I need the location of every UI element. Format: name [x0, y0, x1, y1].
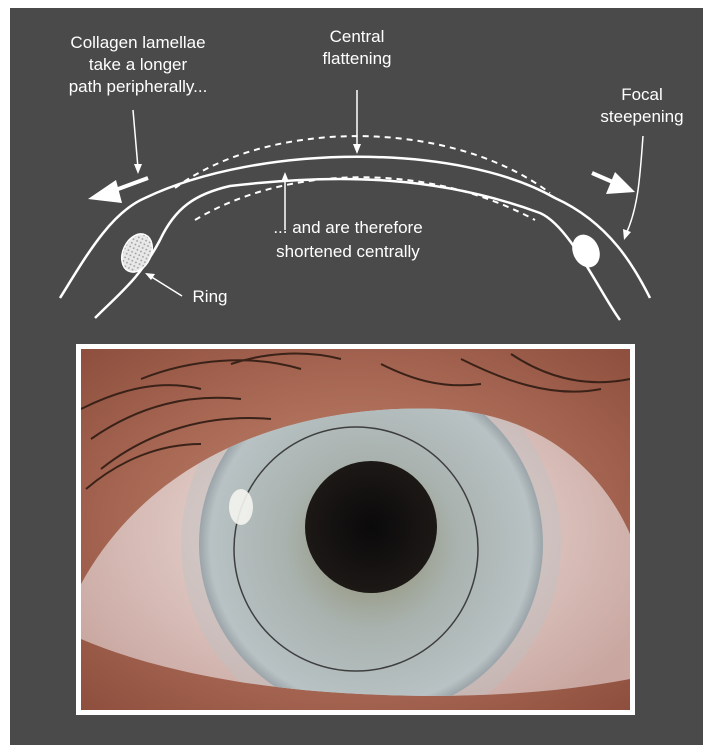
figure-panel: Collagen lamellae take a longer path per… [10, 8, 703, 745]
ring-segment-left [116, 229, 158, 277]
right-arrow [592, 172, 635, 194]
ring-segment-right [567, 230, 605, 272]
eye-photo [81, 349, 630, 710]
pupil [305, 461, 437, 593]
label-collagen-line-1: Collagen lamellae [70, 33, 205, 52]
light-reflection [229, 489, 253, 525]
label-collagen-line-2: take a longer [89, 55, 188, 74]
leader-collagen [133, 110, 142, 174]
cornea-diagram: Collagen lamellae take a longer path per… [10, 8, 703, 338]
leader-ring [145, 273, 182, 296]
label-central-line-1: Central [330, 27, 385, 46]
label-shortened-line-1: ... and are therefore [273, 218, 422, 237]
label-focal-line-2: steepening [600, 107, 683, 126]
label-ring: Ring [193, 287, 228, 306]
original-outer-dashed-curve [175, 136, 550, 193]
eye-photo-frame [76, 344, 635, 715]
label-collagen-line-3: path peripherally... [69, 77, 208, 96]
label-focal-line-1: Focal [621, 85, 663, 104]
leader-central [353, 90, 361, 154]
left-arrow [88, 178, 148, 203]
label-shortened-line-2: shortened centrally [276, 242, 420, 261]
label-central-line-2: flattening [323, 49, 392, 68]
